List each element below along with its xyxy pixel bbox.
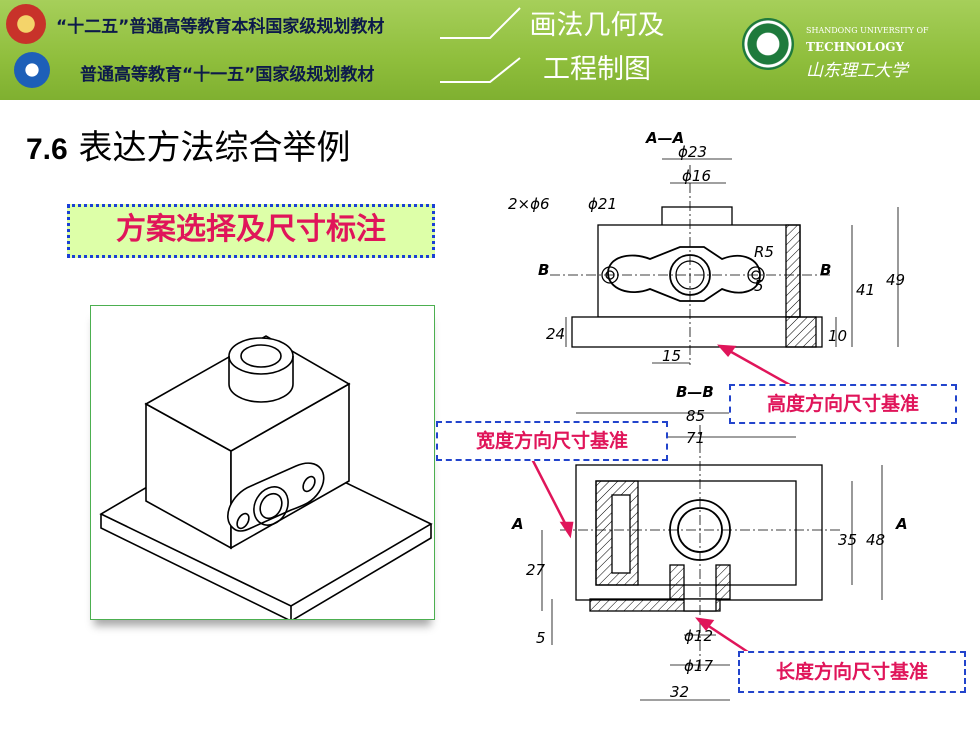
university-logo-icon (742, 18, 794, 70)
dim-w71: 71 (686, 429, 705, 447)
callout-height-datum: 高度方向尺寸基准 (729, 384, 957, 424)
isometric-view-frame (90, 305, 435, 622)
dim-5: 5 (754, 277, 764, 295)
dim-r5: R5 (754, 243, 774, 261)
dim-h49: 49 (886, 271, 905, 289)
university-name-en-1: SHANDONG UNIVERSITY OF (806, 26, 929, 35)
dim-w85: 85 (686, 407, 705, 425)
book-title-line-1: 画法几何及 (529, 10, 665, 41)
dim-d17: ϕ17 (684, 657, 713, 675)
orthographic-drawing: A—A (508, 129, 908, 701)
section-aa-label: A—A (645, 129, 684, 147)
dim-h10: 10 (828, 327, 847, 345)
section-title: 表达方法综合举例 (78, 128, 351, 168)
dim-d16: ϕ16 (682, 167, 711, 185)
subtitle-box: 方案选择及尺寸标注 (67, 204, 435, 258)
page-title: 7.6 表达方法综合举例 (26, 120, 351, 169)
cut-label-b-right: B (820, 261, 831, 279)
dim-w32: 32 (670, 683, 689, 701)
dim-h24: 24 (546, 325, 565, 343)
section-number: 7.6 (26, 133, 68, 166)
section-bb-label: B—B (676, 383, 714, 401)
banner-line-1: “十二五”普通高等教育本科国家级规划教材 (56, 17, 385, 37)
dim-h41: 41 (856, 281, 875, 299)
callout-width-datum: 宽度方向尺寸基准 (436, 421, 668, 461)
university-name-cn: 山东理工大学 (806, 61, 908, 81)
book-title-line-2: 工程制图 (543, 54, 651, 85)
eleventh-plan-logo-icon (14, 52, 50, 88)
cut-label-b-left: B (538, 261, 549, 279)
header-banner: “十二五”普通高等教育本科国家级规划教材 普通高等教育“十一五”国家级规划教材 … (0, 0, 980, 100)
banner-divider (440, 7, 521, 83)
isometric-drawing (99, 335, 433, 622)
dim-d21: ϕ21 (588, 195, 617, 213)
university-name-en-2: TECHNOLOGY (806, 40, 905, 54)
section-a-a-view: A—A (508, 129, 905, 365)
banner-line-2: 普通高等教育“十一五”国家级规划教材 (80, 65, 375, 85)
dim-h5: 5 (536, 629, 546, 647)
dim-d23: ϕ23 (678, 143, 707, 161)
dim-h48: 48 (866, 531, 885, 549)
cut-label-a-right: A (895, 515, 908, 533)
callout-length-datum: 长度方向尺寸基准 (738, 651, 966, 693)
dim-d12: ϕ12 (684, 627, 713, 645)
dim-h35: 35 (838, 531, 857, 549)
book-title: 画法几何及 工程制图 (512, 4, 682, 92)
dim-holes: 2×ϕ6 (508, 195, 550, 213)
section-b-b-view: B—B 85 71 A A (511, 383, 908, 701)
dim-w15: 15 (662, 347, 681, 365)
cut-label-a-left: A (511, 515, 524, 533)
dim-h27: 27 (526, 561, 546, 579)
publisher-seal-icon (6, 4, 46, 44)
